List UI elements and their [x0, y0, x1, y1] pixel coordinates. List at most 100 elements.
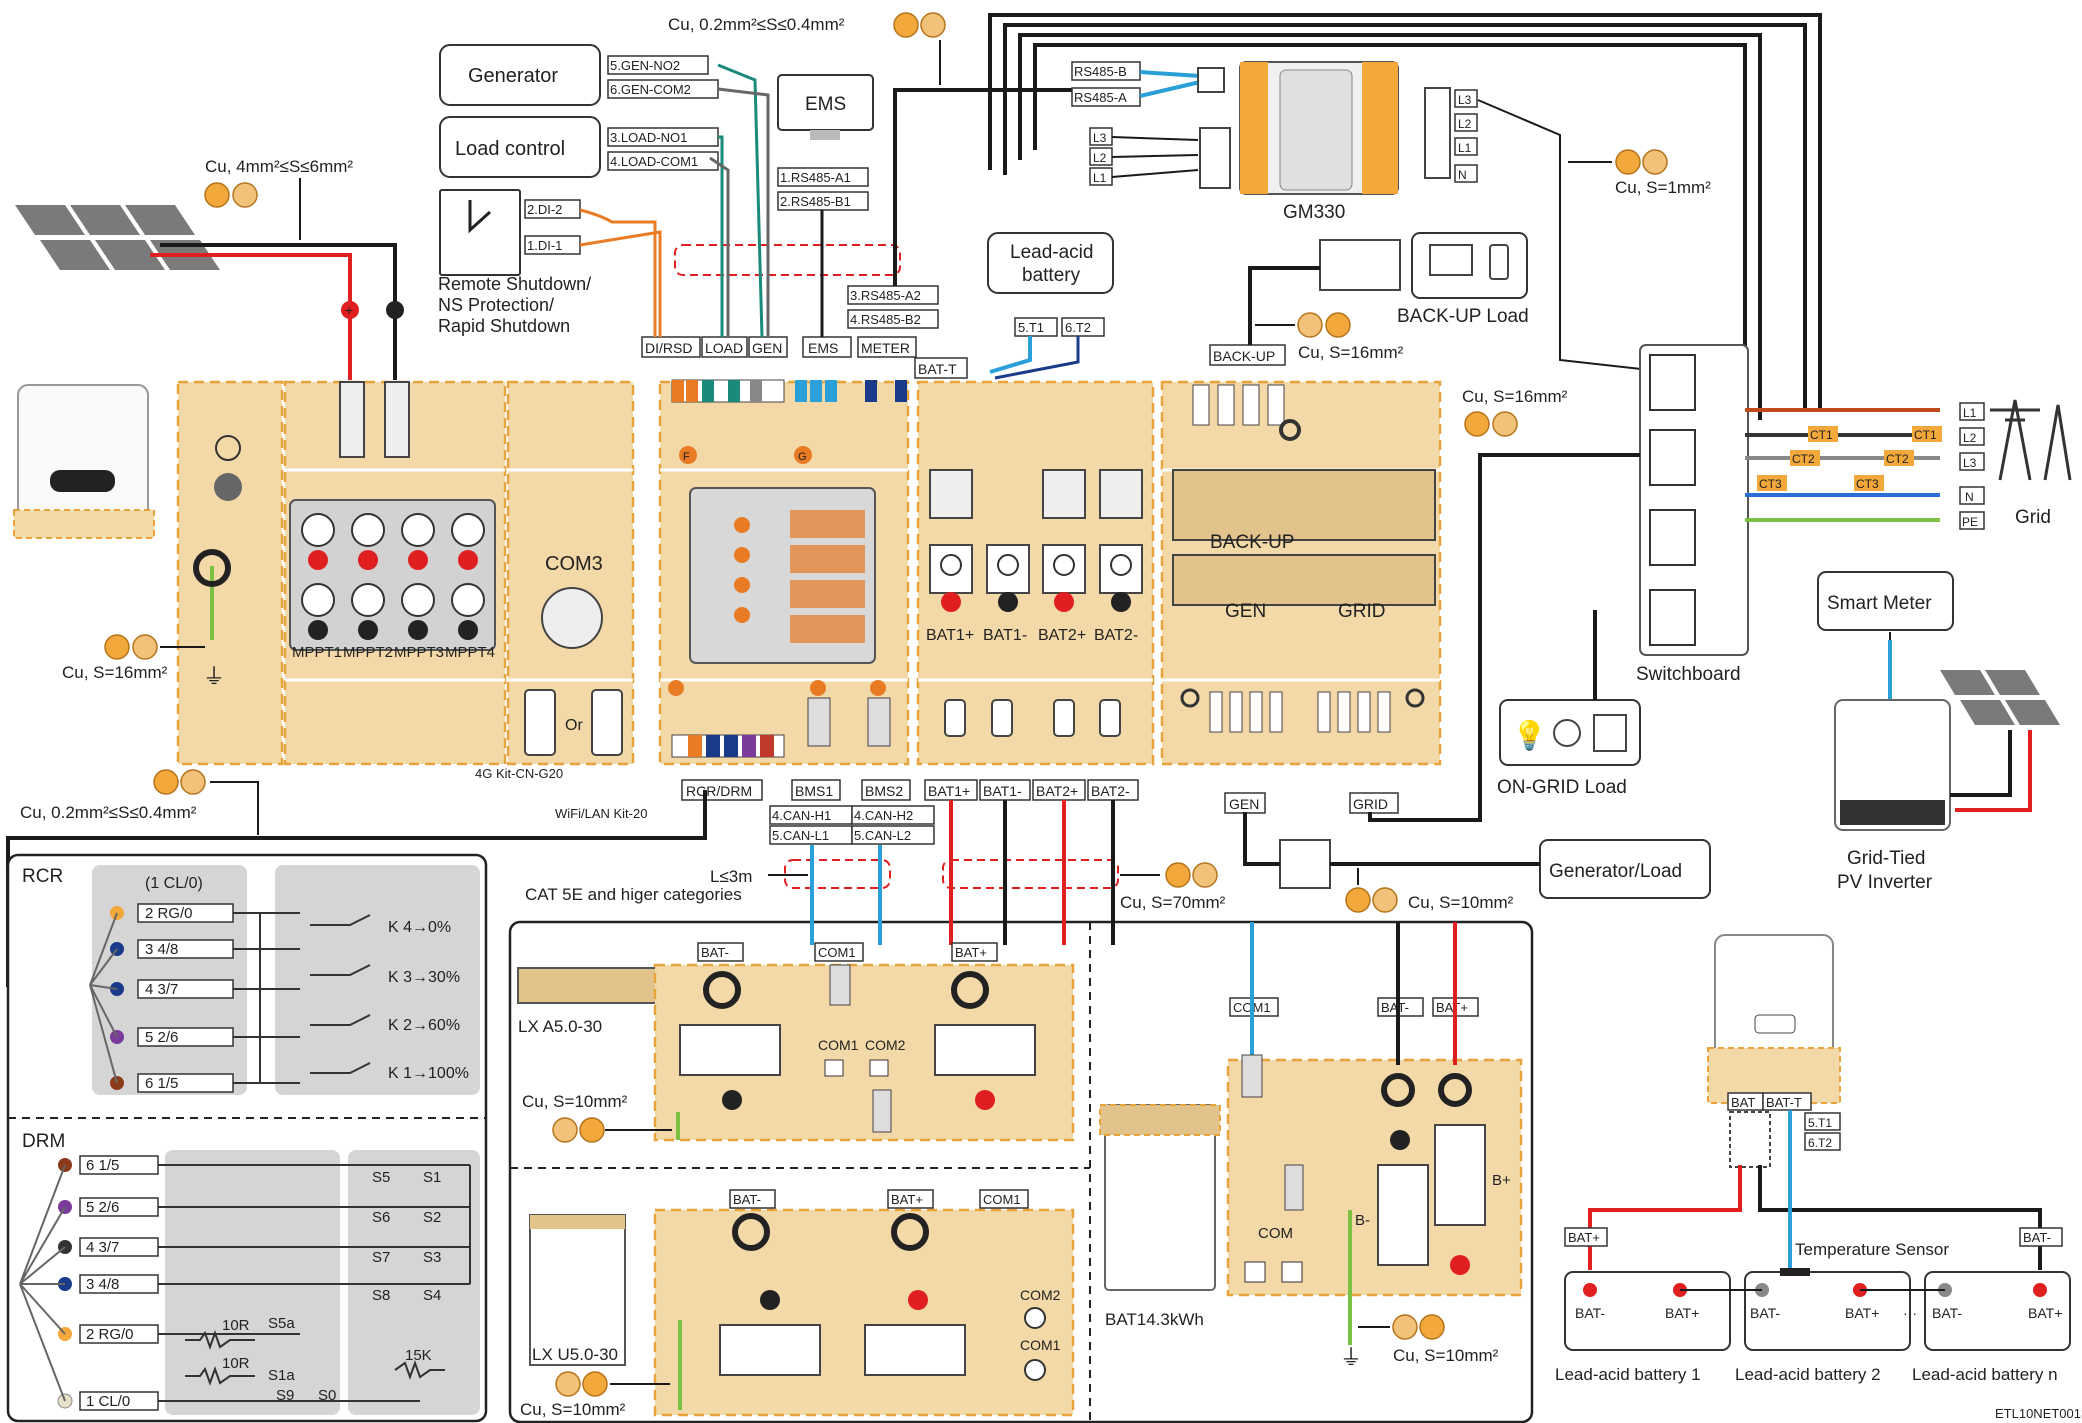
drm-s3: S3 — [423, 1249, 441, 1266]
remote-line1: Remote Shutdown/ — [438, 274, 591, 294]
port-bat-t: BAT-T — [918, 361, 957, 377]
grid-tied-inverter-icon — [1834, 699, 1951, 831]
svg-text:+: + — [345, 302, 353, 318]
meter-out-n: N — [1458, 168, 1467, 182]
rcr-rows: (1 CL/0) 2 RG/0 3 4/8 4 3/7 5 2/6 6 1/5 — [89, 875, 300, 1093]
bat2m-term: BAT2- — [1094, 627, 1138, 644]
ground-icon: ⏚ — [203, 664, 225, 689]
cu-pv-label: Cu, 4mm²≤S≤6mm² — [205, 157, 353, 176]
bat2m-tag: BAT2- — [1091, 783, 1130, 799]
svg-text:−: − — [390, 301, 398, 317]
right-t1: 5.T1 — [1808, 1116, 1832, 1130]
backup-top-terminals — [1192, 384, 1301, 441]
gridtied-line2: PV Inverter — [1837, 872, 1933, 893]
drm-s0: S0 — [318, 1387, 336, 1404]
port-rcr-drm: RCR/DRM — [686, 783, 752, 799]
rcr-k4: K 4→0% — [388, 919, 451, 936]
ct3-left: CT3 — [1759, 477, 1782, 491]
remote-line2: NS Protection/ — [438, 295, 554, 315]
lxu5-label: LX U5.0-30 — [532, 1345, 618, 1364]
load-com1: 4.LOAD-COM1 — [610, 154, 698, 169]
b1-plus: BAT+ — [1665, 1305, 1699, 1321]
load-control-label: Load control — [455, 138, 565, 160]
mppt4-label: MPPT4 — [445, 644, 495, 661]
drm-title: DRM — [22, 1131, 65, 1152]
drm-s6: S6 — [372, 1209, 390, 1226]
gen-com2: 6.GEN-COM2 — [610, 82, 691, 97]
port-load: LOAD — [705, 340, 743, 356]
drm-rows: 6 1/5 5 2/6 4 3/7 3 4/8 2 RG/0 1 CL/0 — [19, 1155, 471, 1411]
grid-l1: L1 — [1963, 406, 1977, 420]
cu-u5-label: Cu, S=10mm² — [520, 1400, 626, 1419]
ct1-right: CT1 — [1914, 428, 1937, 442]
drm-s1a: S1a — [268, 1367, 295, 1384]
switchboard-label: Switchboard — [1636, 664, 1741, 685]
meter-out-l2: L2 — [1458, 117, 1472, 131]
cu-meter-label: Cu, S=1mm² — [1615, 178, 1711, 197]
can-l1: 5.CAN-L1 — [772, 828, 829, 843]
inverter-icon — [13, 384, 155, 539]
u5-bat-minus-tag: BAT- — [733, 1192, 761, 1207]
port-bat-t-right: BAT-T — [1766, 1095, 1802, 1110]
battery-terminals — [929, 469, 1143, 612]
cu-gen10-label: Cu, S=10mm² — [1408, 893, 1514, 912]
temp-sensor-label: Temperature Sensor — [1795, 1240, 1949, 1259]
b14-bminus-label: B- — [1355, 1212, 1370, 1229]
smart-meter-label: Smart Meter — [1827, 593, 1932, 614]
ct3-right: CT3 — [1856, 477, 1879, 491]
b1-minus: BAT- — [1575, 1305, 1605, 1321]
backup-terminal-label: BACK-UP — [1210, 532, 1294, 553]
switchboard-breakers — [1649, 354, 1696, 646]
right-t2: 6.T2 — [1808, 1136, 1832, 1150]
lab2-label: Lead-acid battery 2 — [1735, 1365, 1881, 1384]
drm-s1: S1 — [423, 1169, 441, 1186]
bulb-icon: 💡 — [1512, 719, 1547, 752]
grid-l2: L2 — [1963, 431, 1977, 445]
port-gen: GEN — [752, 340, 782, 356]
grid-label: Grid — [2015, 507, 2051, 528]
cu-small-left-label: Cu, 0.2mm²≤S≤0.4mm² — [20, 803, 197, 822]
rs485-b2: 4.RS485-B2 — [850, 312, 921, 327]
rcr-k2: K 2→60% — [388, 1017, 460, 1034]
ct2-left: CT2 — [1792, 452, 1815, 466]
cu-backup-label: Cu, S=16mm² — [1298, 343, 1404, 362]
mppt1-label: MPPT1 — [292, 644, 342, 661]
drm-s5: S5 — [372, 1169, 390, 1186]
kit-4g-label: 4G Kit-CN-G20 — [475, 766, 563, 781]
rcr-row-4: 4 3/7 — [145, 981, 178, 998]
meter-in-l1: L1 — [1093, 171, 1107, 185]
chain-bat-plus: BAT+ — [1568, 1230, 1600, 1245]
b14-bplus-label: B+ — [1492, 1172, 1511, 1189]
grid-pe: PE — [1962, 515, 1978, 529]
can-h2: 4.CAN-H2 — [854, 808, 913, 823]
meter-in-l3: L3 — [1093, 131, 1107, 145]
kit-wifi-label: WiFi/LAN Kit-20 — [555, 806, 647, 821]
leadacid-line1: Lead-acid — [1010, 242, 1093, 263]
gen-no2: 5.GEN-NO2 — [610, 58, 680, 73]
drm-s9: S9 — [276, 1387, 294, 1404]
cu-bat14-label: Cu, S=10mm² — [1393, 1346, 1499, 1365]
rs485-a1: 1.RS485-A1 — [780, 170, 851, 185]
a5-com1-label: COM1 — [818, 1037, 859, 1053]
port-ems: EMS — [808, 340, 838, 356]
b14-bat-minus-tag: BAT- — [1381, 1000, 1409, 1015]
lab1-label: Lead-acid battery 1 — [1555, 1365, 1701, 1384]
b14-com-label: COM — [1258, 1225, 1293, 1242]
svg-text:G: G — [798, 451, 807, 463]
leadacid-line2: battery — [1022, 265, 1081, 286]
mppt2-label: MPPT2 — [343, 644, 393, 661]
rcr-row-1: (1 CL/0) — [145, 875, 203, 892]
svg-text:F: F — [683, 451, 690, 463]
b2-plus: BAT+ — [1845, 1305, 1879, 1321]
meter-out-l1: L1 — [1458, 141, 1472, 155]
cat5e-label: CAT 5E and higer categories — [525, 885, 742, 904]
ground-icon-b14: ⏚ — [1340, 1345, 1362, 1370]
grid-tag: GRID — [1353, 796, 1388, 812]
bat1p-tag: BAT1+ — [928, 783, 970, 799]
drm-s7: S7 — [372, 1249, 390, 1266]
bat1m-tag: BAT1- — [983, 783, 1022, 799]
bat143-label: BAT14.3kWh — [1105, 1310, 1204, 1329]
grid-tower-icon — [1990, 399, 2072, 481]
b2-minus: BAT- — [1750, 1305, 1780, 1321]
grid-l3: L3 — [1963, 456, 1977, 470]
